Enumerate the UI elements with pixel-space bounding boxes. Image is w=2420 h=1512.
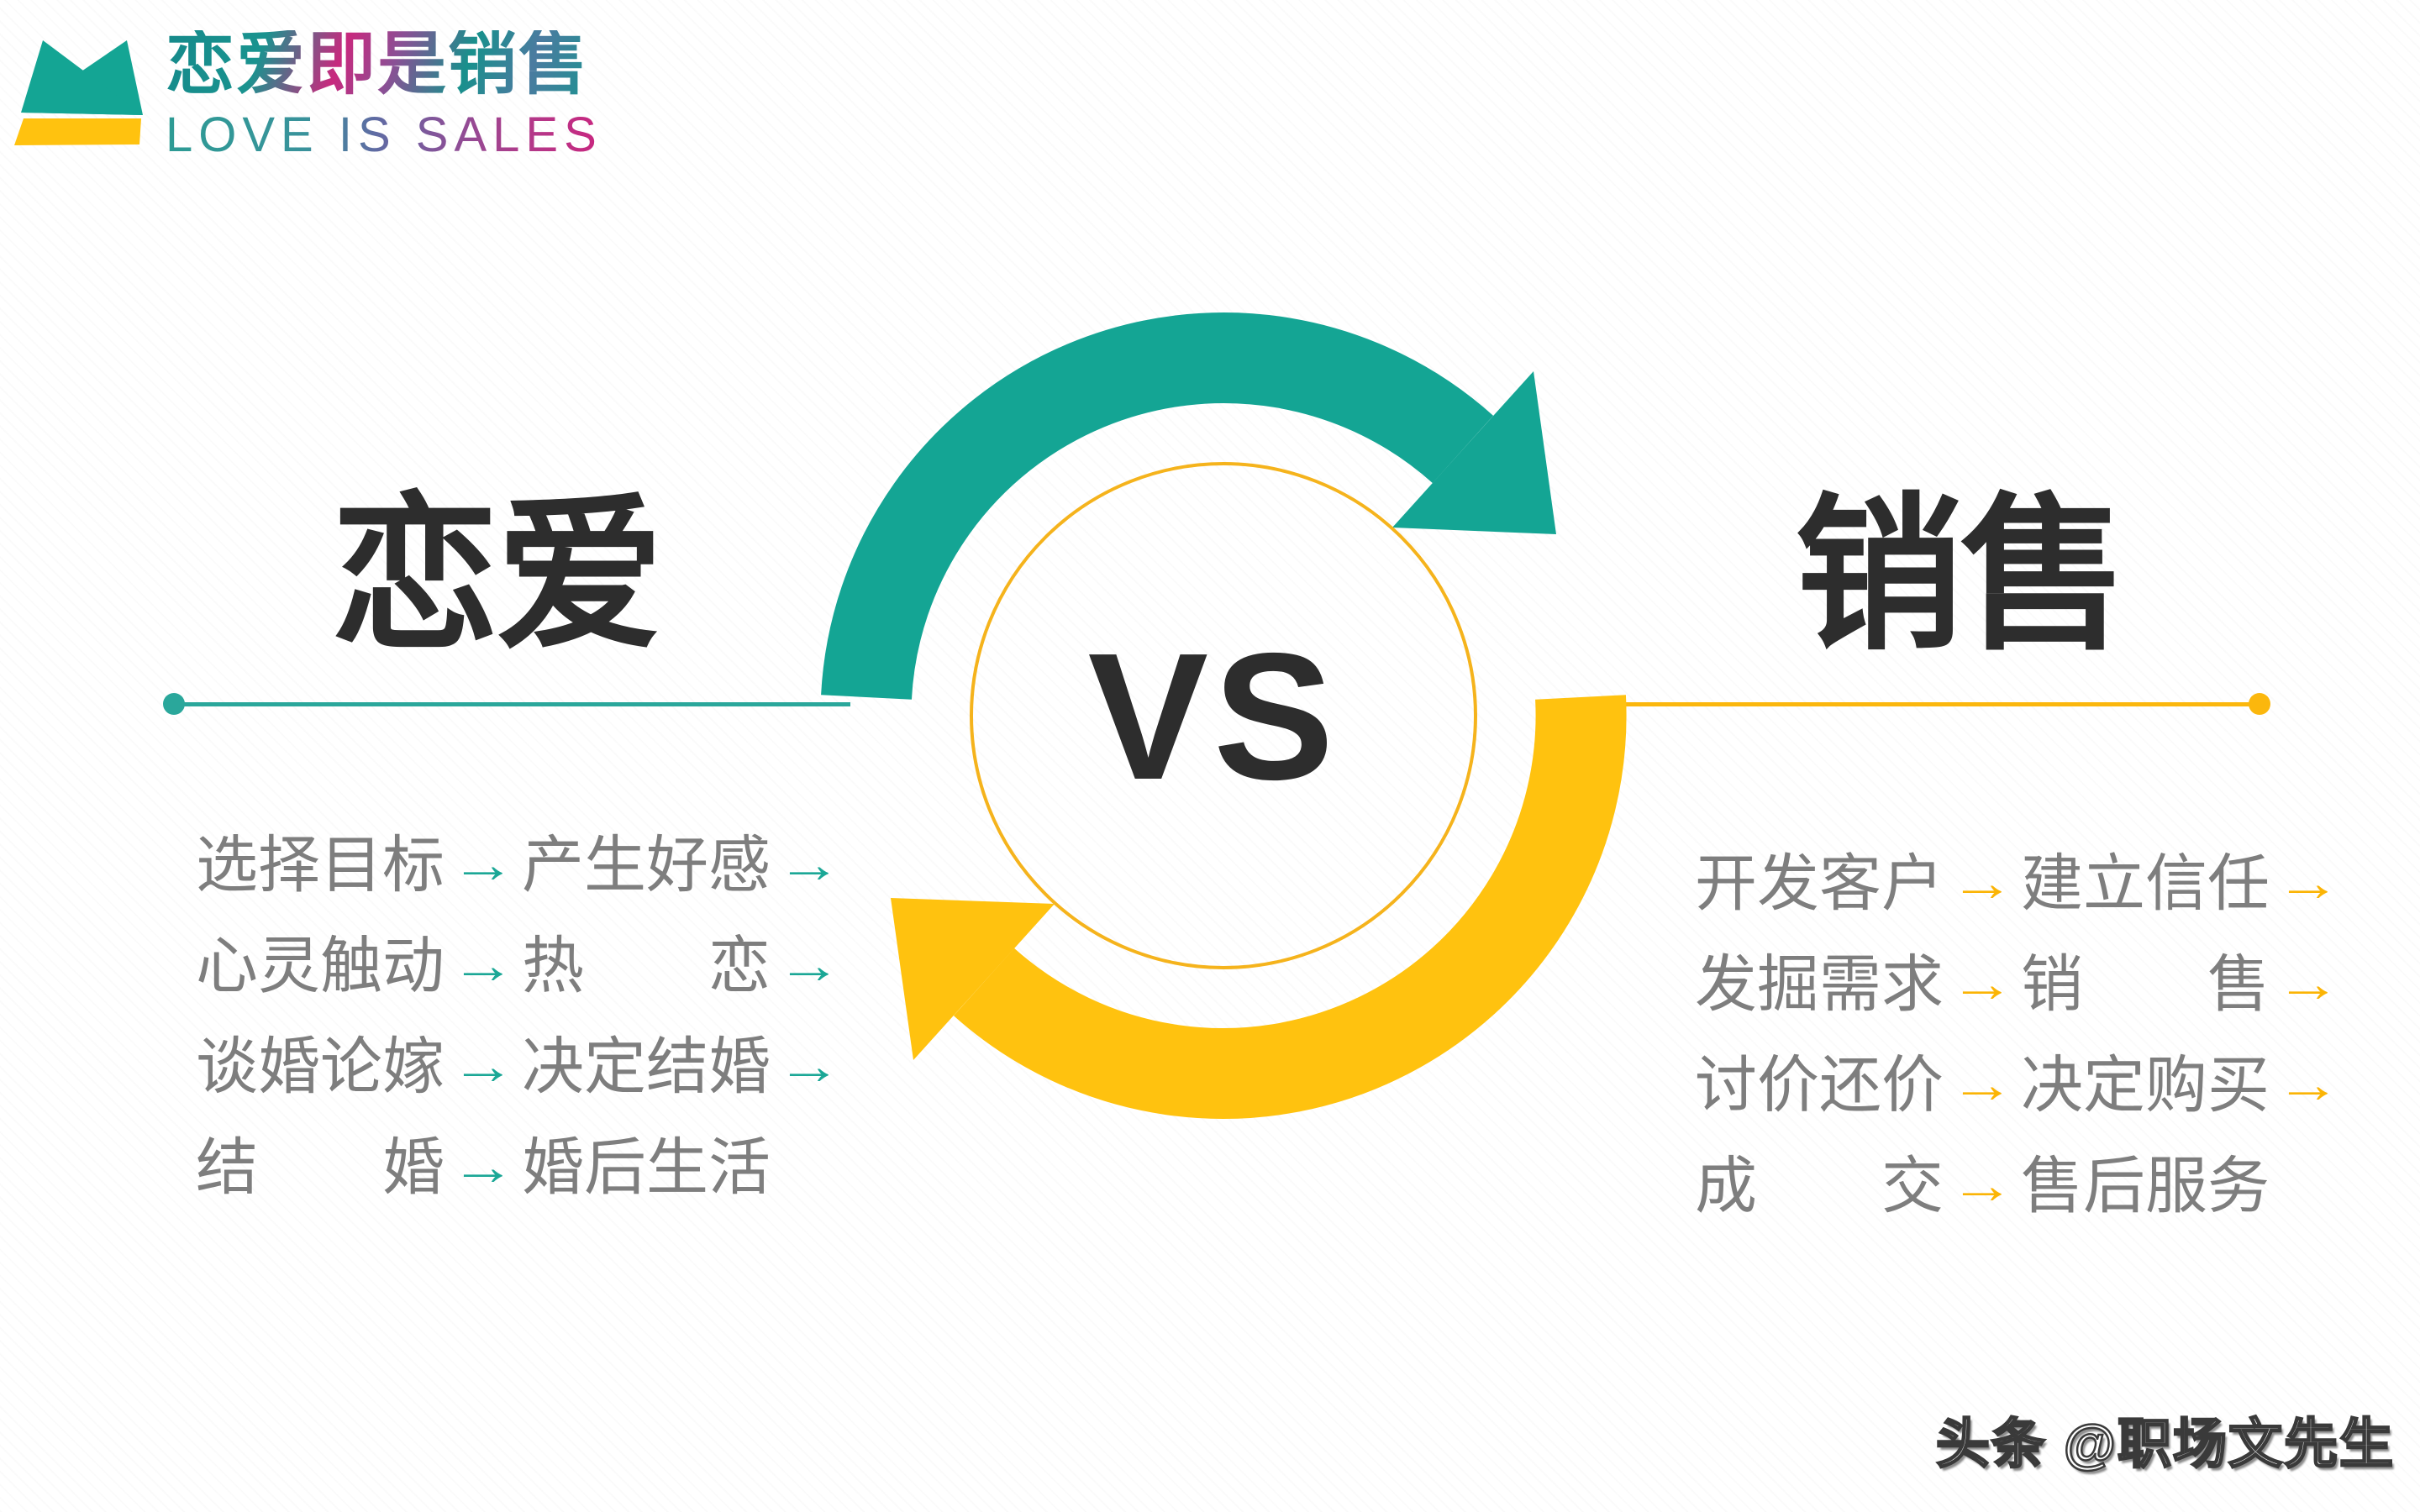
flow-step-label: 决定结婚 [522, 1032, 771, 1101]
logo-triangle-teal-icon [21, 40, 143, 115]
arrow-right-icon: → [1949, 955, 2015, 1013]
arrow-right-icon: → [776, 836, 842, 894]
arrow-right-icon: → [450, 1138, 516, 1196]
sales-flow-list: 开发客户→建立信任→发掘需求→销 售→讨价还价→决定购买→成 交→售后服务 [1695, 833, 2347, 1236]
logo-subtitle: LOVE IS SALES [166, 108, 602, 162]
arrow-right-icon: → [450, 836, 516, 894]
arrow-right-icon: → [776, 1037, 842, 1095]
cycle-diagram: VS [821, 312, 1627, 1119]
flow-step-label: 发掘需求 [1695, 949, 1944, 1019]
flow-step-label: 谈婚论嫁 [196, 1032, 445, 1101]
flow-step-label: 决定购买 [2021, 1050, 2270, 1120]
watermark: 头条 @职场文先生 [1935, 1413, 2395, 1476]
flow-step-label: 选择目标 [196, 830, 445, 900]
right-rule-dot [2249, 693, 2270, 715]
left-heading: 恋爱 [330, 482, 664, 669]
arrow-right-icon: → [1949, 1056, 2015, 1114]
flow-step-label: 销 售 [2021, 949, 2270, 1019]
flow-step-label: 开发客户 [1695, 848, 1944, 918]
flow-row: 开发客户→建立信任→ [1695, 833, 2347, 934]
flow-step-label: 讨价还价 [1695, 1050, 1944, 1120]
flow-row: 发掘需求→销 售→ [1695, 934, 2347, 1035]
arrow-right-icon: → [450, 937, 516, 995]
vs-circle [970, 462, 1477, 969]
flow-row: 成 交→售后服务 [1695, 1136, 2347, 1236]
flow-row: 结 婚→婚后生活 [196, 1117, 848, 1218]
logo-title: 恋爱即是销售 [166, 30, 602, 99]
flow-step-label: 心灵触动 [196, 931, 445, 1000]
flow-step-label: 成 交 [1695, 1151, 1944, 1221]
arrow-right-icon: → [1949, 1157, 2015, 1215]
flow-step-label: 热 恋 [522, 931, 771, 1000]
left-rule-dot [163, 693, 185, 715]
flow-step-label: 产生好感 [522, 830, 771, 900]
flow-row: 心灵触动→热 恋→ [196, 916, 848, 1016]
arrow-right-icon: → [2275, 1056, 2341, 1114]
logo-triangle-icon [14, 40, 143, 145]
cycle-arc-yellow [953, 695, 1627, 1119]
flow-step-label: 婚后生活 [522, 1132, 771, 1202]
flow-row: 讨价还价→决定购买→ [1695, 1035, 2347, 1136]
arrow-right-icon: → [450, 1037, 516, 1095]
arrow-right-icon: → [2275, 854, 2341, 912]
cycle-arrowhead-yellow-icon [891, 898, 1055, 1060]
logo-text: 恋爱即是销售 LOVE IS SALES [166, 30, 602, 160]
flow-row: 选择目标→产生好感→ [196, 815, 848, 916]
arrow-right-icon: → [1949, 854, 2015, 912]
flow-step-label: 结 婚 [196, 1132, 445, 1202]
cycle-arrowhead-teal-icon [1392, 371, 1556, 534]
flow-step-label: 售后服务 [2021, 1151, 2270, 1221]
left-rule [173, 702, 850, 706]
arrow-right-icon: → [776, 937, 842, 995]
flow-row: 谈婚论嫁→决定结婚→ [196, 1016, 848, 1117]
right-rule [1588, 702, 2260, 706]
logo-triangle-yellow-icon [14, 118, 141, 145]
arrow-right-icon: → [2275, 955, 2341, 1013]
cycle-arc-teal [821, 312, 1494, 700]
flow-step-label: 建立信任 [2021, 848, 2270, 918]
love-flow-list: 选择目标→产生好感→心灵触动→热 恋→谈婚论嫁→决定结婚→结 婚→婚后生活 [196, 815, 848, 1218]
right-heading: 销售 [1794, 482, 2128, 669]
vs-label: VS [1088, 615, 1339, 817]
